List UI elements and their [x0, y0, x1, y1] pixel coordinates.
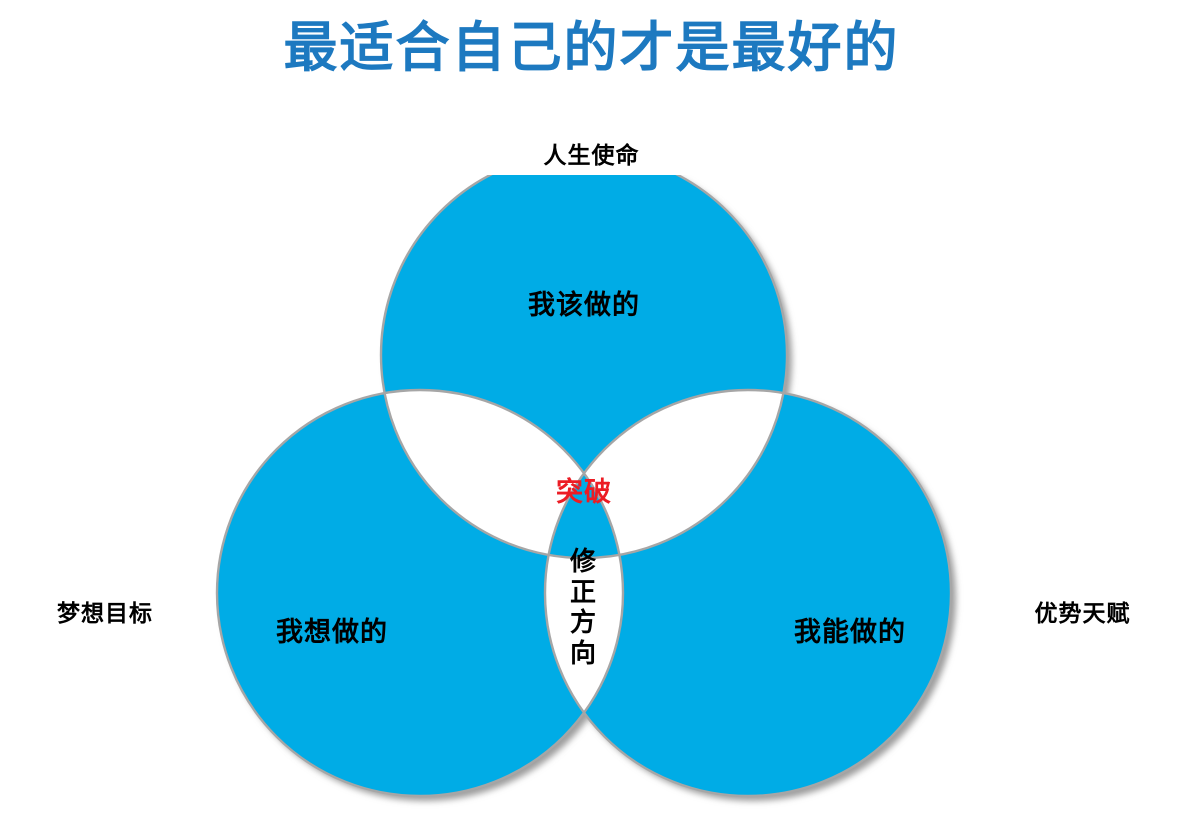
venn-outline-left: [215, 388, 625, 798]
center-vertical-char-2: 正: [569, 577, 596, 608]
venn-outlines: [215, 175, 953, 798]
outer-label-left: 梦想目标: [57, 601, 153, 627]
page-title: 最适合自己的才是最好的: [283, 16, 900, 79]
outer-label-top: 人生使命: [543, 143, 640, 169]
center-vertical-label: 修 正 方 向: [556, 547, 610, 670]
center-vertical-char-1: 修: [569, 547, 596, 577]
venn-outline-top: [379, 175, 789, 560]
center-vertical-char-3: 方: [569, 608, 596, 639]
outer-label-right: 优势天赋: [1034, 601, 1131, 627]
circle-label-left: 我想做的: [276, 617, 388, 648]
circle-label-right: 我能做的: [794, 617, 906, 648]
venn-outline-right: [543, 388, 953, 798]
center-vertical-char-4: 向: [569, 639, 596, 670]
venn-diagram: [215, 175, 953, 798]
center-breakthrough-label: 突破: [556, 477, 612, 508]
circle-label-top: 我该做的: [528, 290, 640, 321]
